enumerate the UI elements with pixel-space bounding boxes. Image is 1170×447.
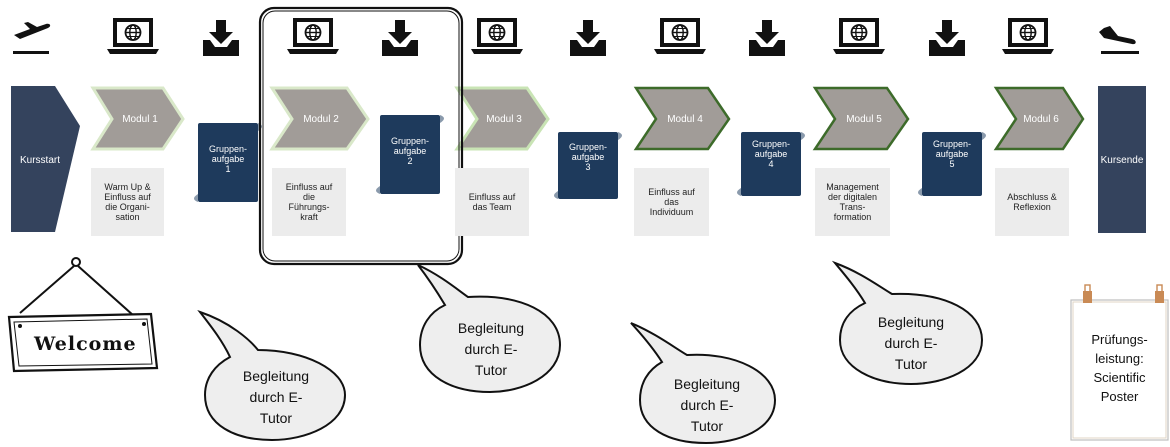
speech-bubble-1 bbox=[197, 310, 347, 442]
paper-clip-icon bbox=[1083, 284, 1164, 303]
speech-bubble-4 bbox=[831, 260, 984, 386]
poster-text: Prüfungs- leistung: Scientific Poster bbox=[1091, 332, 1148, 404]
speech-bubble-1-text: Begleitung durch E- Tutor bbox=[242, 368, 310, 426]
module-1-description: Warm Up & Einfluss auf die Organi- satio… bbox=[91, 168, 164, 236]
group-task-5-shape bbox=[918, 132, 986, 196]
module-6-chevron bbox=[993, 86, 1085, 151]
kursstart-label: Kursstart bbox=[19, 154, 60, 166]
module-2-label: Modul 2 bbox=[303, 113, 339, 125]
kursstart-block bbox=[11, 86, 80, 232]
group-task-5-label: Gruppen- aufgabe 5 bbox=[932, 139, 972, 169]
module-1-label: Modul 1 bbox=[122, 113, 158, 125]
laptop-globe-icon bbox=[832, 17, 886, 55]
airplane-arrival-icon bbox=[1099, 26, 1139, 54]
laptop-globe-icon bbox=[1001, 17, 1055, 55]
highlight-frame-inner bbox=[262, 10, 460, 262]
module-3-label: Modul 3 bbox=[486, 113, 522, 125]
group-task-2-shape bbox=[376, 115, 444, 194]
speech-bubble-2 bbox=[417, 264, 562, 394]
download-tray-icon bbox=[382, 20, 418, 56]
laptop-globe-icon bbox=[653, 17, 707, 55]
download-tray-icon bbox=[570, 20, 606, 56]
module-5-label: Modul 5 bbox=[846, 113, 882, 125]
module-5-chevron bbox=[812, 86, 910, 151]
module-2-chevron bbox=[269, 86, 370, 151]
module-4-description: Einfluss auf das Individuum bbox=[634, 168, 709, 236]
group-task-2-label: Gruppen- aufgabe 2 bbox=[390, 136, 430, 166]
laptop-globe-icon bbox=[470, 17, 524, 55]
highlight-frame bbox=[258, 6, 464, 266]
group-task-4-label: Gruppen- aufgabe 4 bbox=[751, 139, 791, 169]
module-4-label: Modul 4 bbox=[667, 113, 703, 125]
poster-board bbox=[1070, 284, 1169, 441]
laptop-globe-icon bbox=[286, 17, 340, 55]
module-2-description: Einfluss auf die Führungs- kraft bbox=[272, 168, 346, 236]
module-3-chevron bbox=[454, 86, 550, 151]
speech-bubble-2-text: Begleitung durch E- Tutor bbox=[457, 320, 525, 378]
module-1-chevron bbox=[90, 86, 185, 151]
kursende-block bbox=[1098, 86, 1146, 233]
module-6-label: Modul 6 bbox=[1023, 113, 1059, 125]
laptop-globe-icon bbox=[106, 17, 160, 55]
speech-bubble-4-text: Begleitung durch E- Tutor bbox=[877, 314, 945, 372]
download-tray-icon bbox=[749, 20, 785, 56]
speech-bubble-3-text: Begleitung durch E- Tutor bbox=[673, 376, 741, 434]
download-tray-icon bbox=[929, 20, 965, 56]
group-task-3-label: Gruppen- aufgabe 3 bbox=[568, 142, 608, 172]
group-task-3-shape bbox=[554, 132, 622, 199]
module-5-description: Management der digitalen Trans- formatio… bbox=[815, 168, 890, 236]
module-4-chevron bbox=[633, 86, 731, 151]
welcome-sign bbox=[7, 257, 159, 373]
kursende-label: Kursende bbox=[1100, 154, 1144, 166]
welcome-text: Welcome bbox=[34, 333, 137, 355]
group-task-1-label: Gruppen- aufgabe 1 bbox=[208, 144, 248, 174]
airplane-departure-icon bbox=[13, 22, 51, 54]
group-task-4-shape bbox=[737, 132, 805, 196]
download-tray-icon bbox=[203, 20, 239, 56]
module-3-description: Einfluss auf das Team bbox=[455, 168, 529, 236]
module-6-description: Abschluss & Reflexion bbox=[995, 168, 1069, 236]
speech-bubble-3 bbox=[630, 322, 777, 445]
